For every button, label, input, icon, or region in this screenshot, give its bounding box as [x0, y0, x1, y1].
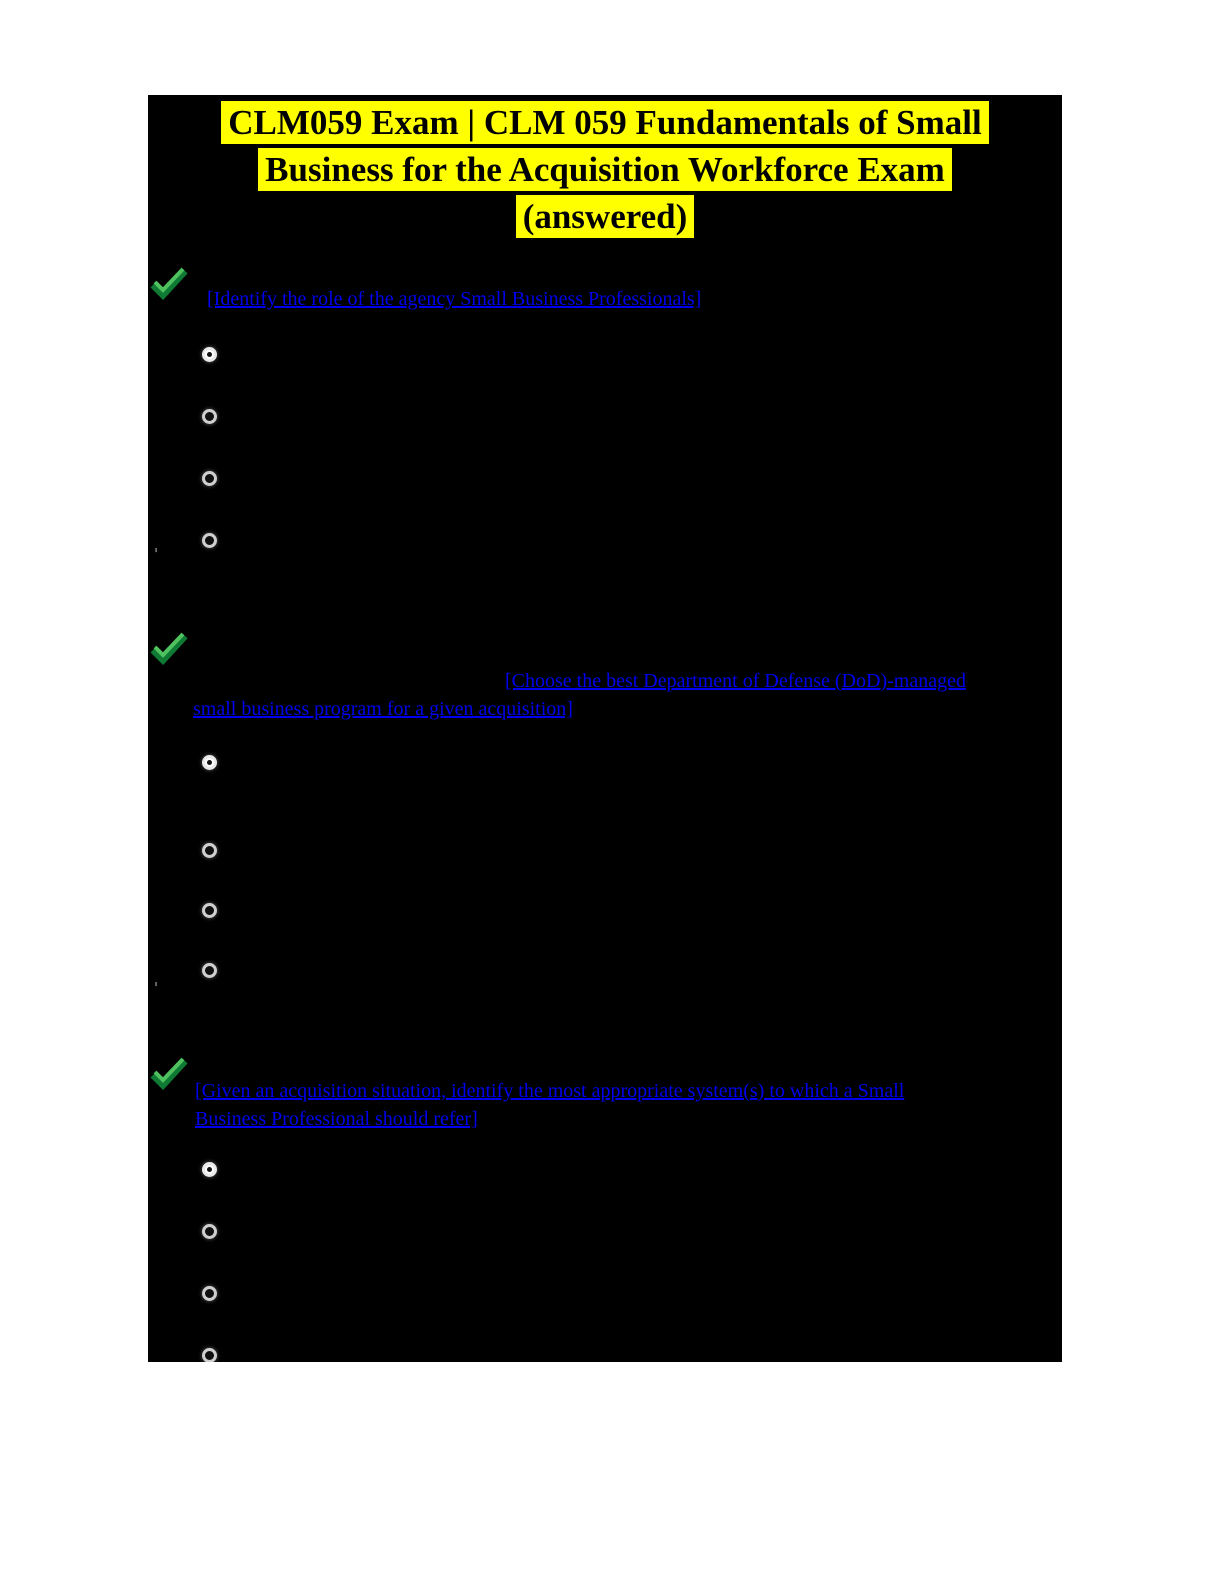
- radio-q3-option-2[interactable]: [202, 1224, 217, 1239]
- radio-q2-option-1[interactable]: [202, 755, 217, 770]
- document-title: CLM059 Exam | CLM 059 Fundamentals of Sm…: [148, 99, 1062, 240]
- objective-link-q3-line-2[interactable]: Business Professional should refer]: [195, 1108, 478, 1130]
- radio-q1-option-4[interactable]: [202, 533, 217, 548]
- stray-mark: ': [154, 979, 159, 997]
- radio-q1-option-3[interactable]: [202, 471, 217, 486]
- title-line-1: CLM059 Exam | CLM 059 Fundamentals of Sm…: [221, 101, 989, 144]
- radio-q2-option-4[interactable]: [202, 963, 217, 978]
- objective-link-q3-line-1[interactable]: [Given an acquisition situation, identif…: [195, 1080, 905, 1102]
- checkmark-icon: [150, 267, 188, 300]
- radio-q3-option-1[interactable]: [202, 1162, 217, 1177]
- objective-link-q2-line-2[interactable]: small business program for a given acqui…: [193, 698, 573, 720]
- radio-q1-option-2[interactable]: [202, 409, 217, 424]
- title-line-3: (answered): [515, 195, 695, 238]
- checkmark-icon: [150, 632, 188, 665]
- document-body: CLM059 Exam | CLM 059 Fundamentals of Sm…: [148, 95, 1062, 1362]
- title-line-2: Business for the Acquisition Workforce E…: [258, 148, 952, 191]
- objective-link-q1[interactable]: [Identify the role of the agency Small B…: [207, 288, 702, 310]
- checkmark-icon: [150, 1057, 188, 1090]
- radio-q3-option-3[interactable]: [202, 1286, 217, 1301]
- objective-link-q2-line-1[interactable]: [Choose the best Department of Defense (…: [505, 670, 966, 692]
- radio-q3-option-4[interactable]: [202, 1348, 217, 1362]
- radio-q2-option-3[interactable]: [202, 903, 217, 918]
- radio-q1-option-1[interactable]: [202, 347, 217, 362]
- stray-mark: ': [154, 545, 159, 563]
- radio-q2-option-2[interactable]: [202, 843, 217, 858]
